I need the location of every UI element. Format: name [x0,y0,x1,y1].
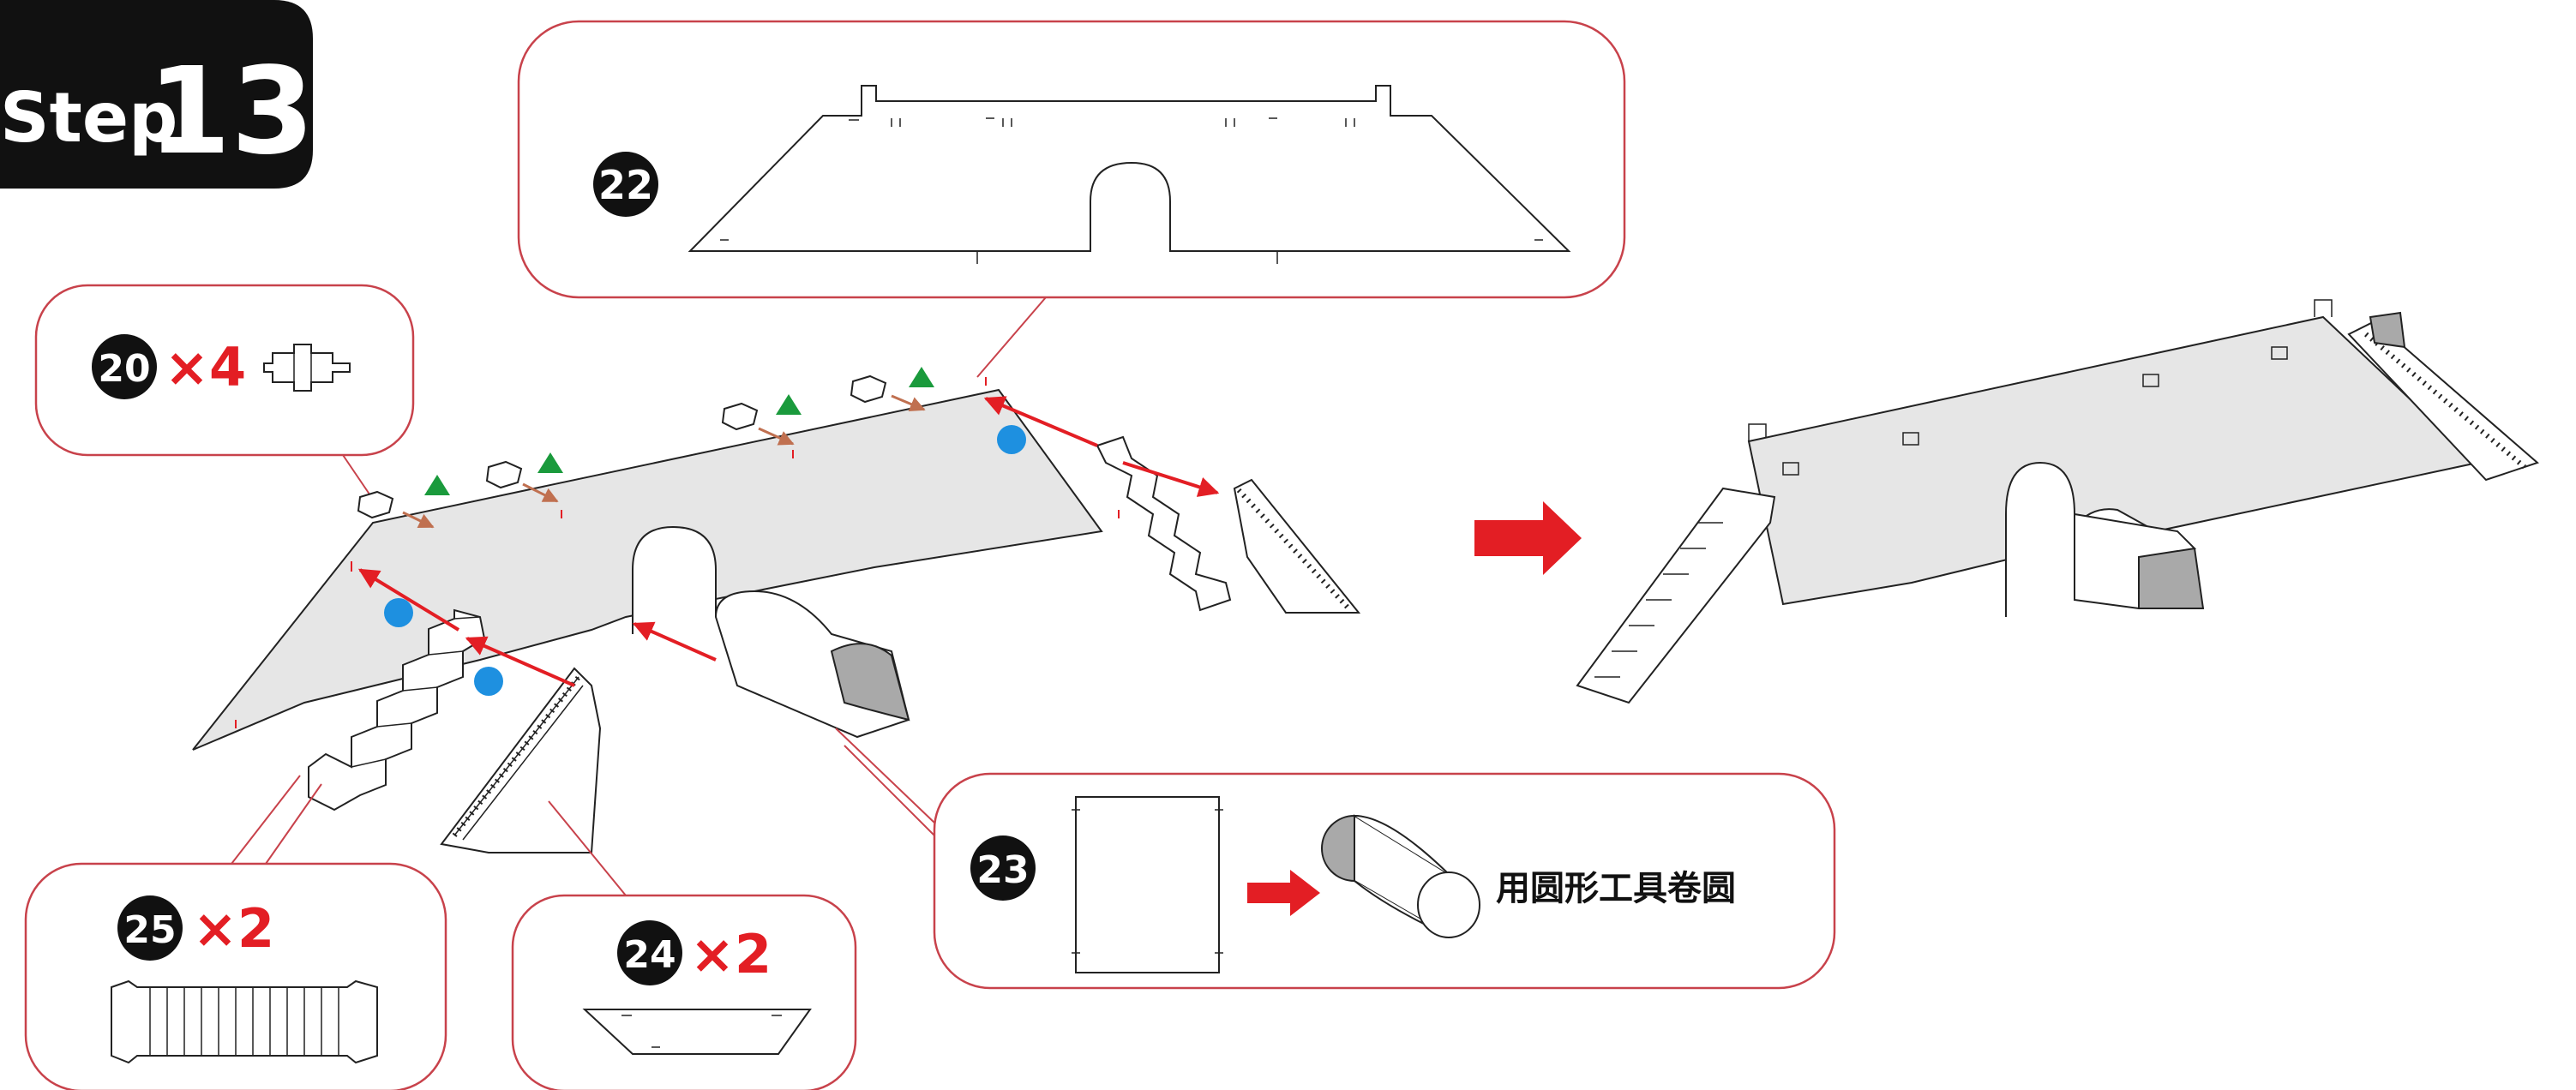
exploded-assembly [192,367,1361,853]
svg-text:25: 25 [123,908,176,952]
callout-part-23: 23 用圆形工具卷圆 [835,728,1836,990]
part-25-badge: 25 [117,895,183,961]
right-staircase [1096,435,1232,612]
red-arrows [357,396,1220,687]
tunnel-piece [714,590,910,739]
part-22-drawing [688,85,1571,264]
part-25-shape [111,979,378,1064]
part-20-badge: 20 [92,334,157,399]
left-staircase [308,608,486,812]
top-connectors [357,374,887,519]
callout-part-20: 20 ×4 [34,284,415,506]
part-24-shape [582,1009,812,1055]
part-22-badge: 22 [593,152,658,217]
callout-part-22: 22 [517,20,1626,378]
roll-arrow-icon [1247,870,1320,916]
step-number: 13 [147,42,315,182]
completed-assembly [1576,299,2539,704]
part-24-badge: 24 [617,920,682,985]
svg-text:24: 24 [623,933,676,977]
part-23-flat-sheet [1072,796,1223,973]
step-word: Step [0,78,177,158]
part-23-instruction: 用圆形工具卷圆 [1496,869,1736,908]
part-20-quantity: ×4 [165,336,246,398]
part-25-quantity: ×2 [193,897,274,960]
next-arrow-icon [1474,501,1582,575]
right-ramp [1233,478,1361,614]
step-badge: Step 13 [0,0,315,189]
part-20-shape [263,344,351,392]
blue-markers [384,425,1026,696]
callout-part-24: 24 ×2 [511,800,857,1090]
svg-text:20: 20 [98,347,150,391]
green-markers [424,367,934,495]
part-23-badge: 23 [970,835,1036,901]
brown-arrows [402,394,926,529]
callout-part-25: 25 ×2 [24,775,447,1090]
part-23-rolled [1321,814,1480,938]
svg-text:23: 23 [976,848,1029,892]
part-24-quantity: ×2 [690,923,772,985]
svg-text:22: 22 [598,162,653,208]
left-ramp [440,667,602,853]
